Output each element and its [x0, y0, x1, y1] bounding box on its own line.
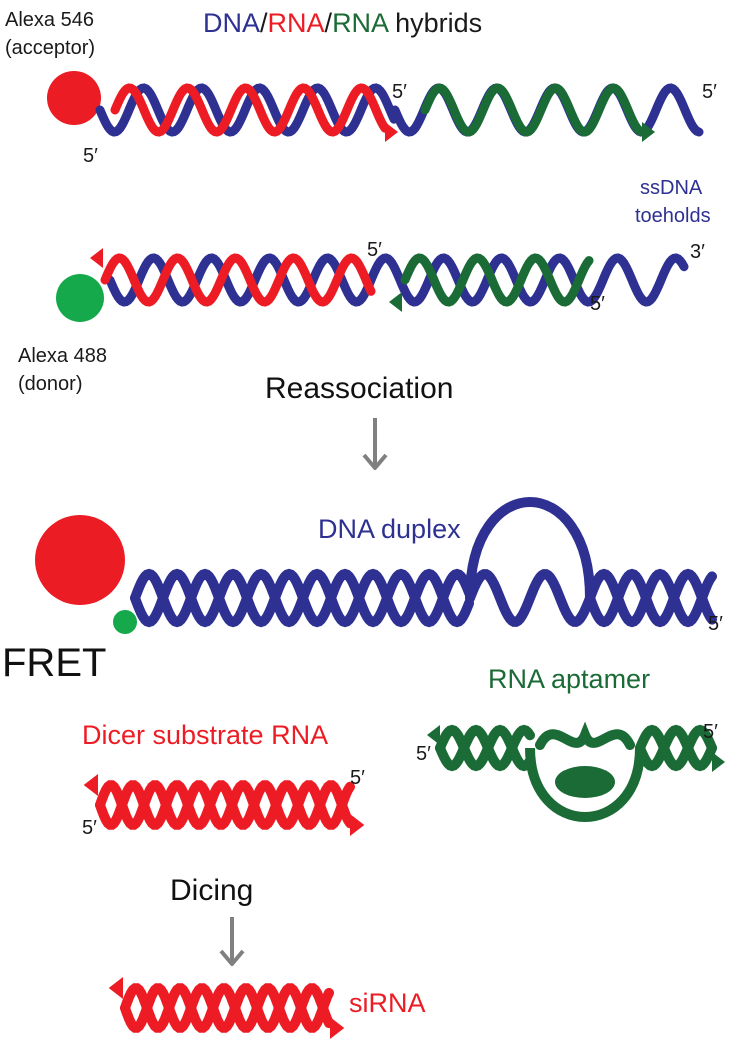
- title-slash-1: /: [260, 8, 268, 38]
- duplex-loop-base: [465, 569, 595, 627]
- donor-dye-circle: [56, 274, 104, 322]
- aptamer-right-5-prime: 5′: [703, 721, 718, 743]
- hybrid-2-red-arrowhead: [90, 248, 103, 268]
- title-slash-2: /: [325, 8, 333, 38]
- donor-name: Alexa 488: [18, 345, 107, 367]
- acceptor-role: (acceptor): [5, 37, 95, 59]
- dicer-right-arrowhead: [350, 814, 365, 836]
- title: DNA/RNA/RNA hybrids: [203, 8, 482, 38]
- sirna-strand-b: [120, 983, 334, 1033]
- aptamer-left-5-prime: 5′: [416, 743, 431, 765]
- aptamer-strand-right-a: [635, 724, 717, 772]
- sirna-left-arrowhead: [108, 977, 123, 999]
- dicing-label: Dicing: [170, 874, 253, 907]
- dna-duplex: [130, 497, 717, 628]
- title-hybrids: hybrids: [388, 8, 483, 38]
- hybrid-1-green-rna-strand: [420, 83, 646, 137]
- aptamer-strand-right-b: [635, 724, 717, 772]
- dna-duplex-label: DNA duplex: [318, 514, 461, 544]
- dicer-substrate-rna: [83, 774, 365, 836]
- dicer-strand-b: [95, 780, 355, 830]
- duplex-strand-d: [585, 568, 717, 628]
- dicing-arrow-icon: [219, 917, 245, 966]
- hybrid-1-right-5-prime: 5′: [702, 81, 717, 103]
- duplex-5-prime: 5′: [708, 613, 723, 635]
- dicer-left-arrowhead: [83, 774, 98, 796]
- aptamer-pocket-loop: [525, 747, 645, 822]
- hybrid-2-dna-strand: [105, 253, 689, 307]
- dicer-substrate-label: Dicer substrate RNA: [82, 720, 328, 750]
- aptamer-strand-left-b: [435, 724, 535, 772]
- sirna-duplex: [108, 977, 345, 1039]
- title-dna: DNA: [203, 8, 260, 38]
- acceptor-dye-circle: [47, 71, 101, 125]
- dicer-bottom-5-prime: 5′: [82, 817, 97, 839]
- reassociation-arrow-icon: [362, 418, 388, 470]
- donor-role: (donor): [18, 373, 82, 395]
- hybrid-2-right-3-prime: 3′: [690, 241, 705, 263]
- aptamer-inner-strand: [535, 721, 635, 750]
- hybrid-1-red-rna-strand: [110, 83, 390, 137]
- fret-label: FRET: [2, 641, 106, 685]
- hybrid-1-left-5-prime: 5′: [83, 145, 98, 167]
- duplex-acceptor-circle: [35, 515, 125, 605]
- rna-aptamer-label: RNA aptamer: [488, 664, 650, 694]
- hybrid-1-mid-5-prime: 5′: [392, 81, 407, 103]
- reassociation-label: Reassociation: [265, 372, 453, 405]
- duplex-strand-c: [585, 568, 717, 628]
- hybrid-2: [90, 248, 689, 312]
- acceptor-name: Alexa 546: [5, 9, 94, 31]
- hybrid-2-top-5-prime: 5′: [367, 239, 382, 261]
- hybrid-1-red-arrowhead: [385, 122, 398, 142]
- title-rna-red: RNA: [268, 8, 325, 38]
- duplex-strand-b: [130, 568, 474, 628]
- hybrid-1-green-arrowhead: [642, 122, 655, 142]
- hybrid-2-green-arrowhead: [389, 292, 402, 312]
- hybrid-1: [95, 83, 704, 142]
- hybrid-2-bottom-5-prime: 5′: [590, 293, 605, 315]
- ssdna-label-2: toeholds: [635, 205, 711, 227]
- sirna-label: siRNA: [349, 988, 426, 1018]
- duplex-donor-circle: [113, 610, 137, 634]
- aptamer-ligand: [555, 766, 615, 798]
- sirna-right-arrowhead: [330, 1017, 345, 1039]
- aptamer-right-arrowhead: [712, 752, 725, 772]
- ssdna-label-1: ssDNA: [640, 177, 703, 199]
- dicer-top-5-prime: 5′: [350, 767, 365, 789]
- hybrid-2-red-rna-strand: [100, 253, 376, 307]
- sirna-strand-a: [120, 983, 334, 1033]
- aptamer-strand-left-a: [435, 724, 535, 772]
- rna-aptamer: [427, 721, 725, 822]
- hybrid-1-dna-strand-left: [95, 83, 399, 137]
- hybrid-2-green-rna-strand: [400, 253, 594, 307]
- duplex-loop: [465, 497, 595, 603]
- title-rna-green: RNA: [332, 8, 389, 38]
- aptamer-left-arrowhead: [427, 725, 440, 745]
